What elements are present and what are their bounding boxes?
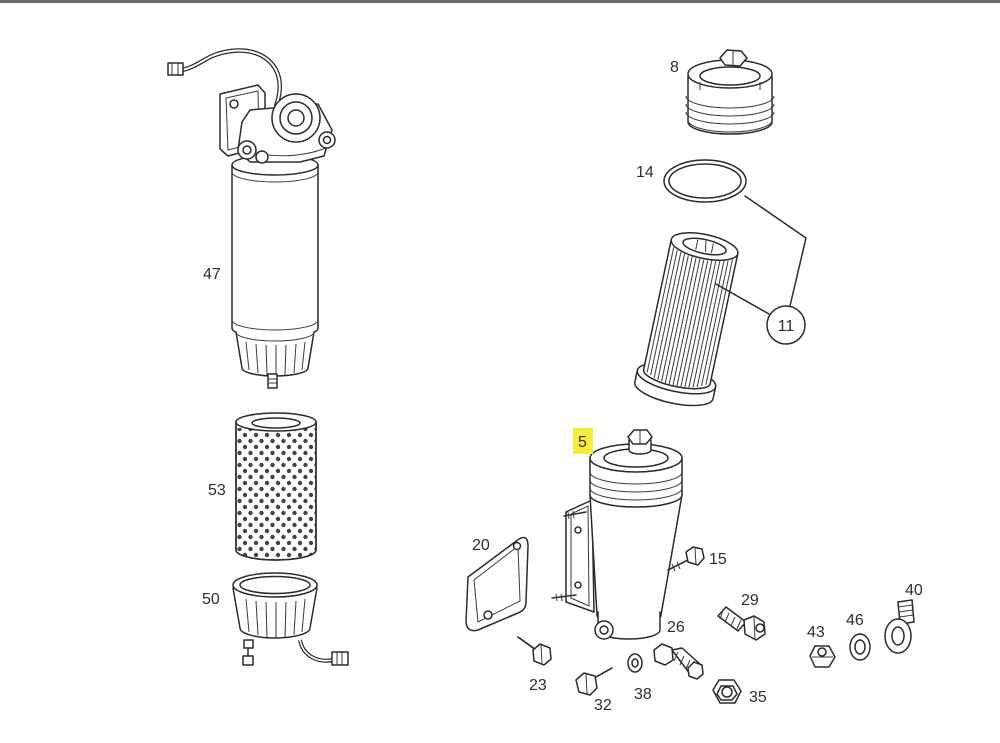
- part-5-filter-housing: [551, 429, 683, 640]
- callout-20: 20: [472, 537, 490, 554]
- callout-8: 8: [670, 59, 679, 76]
- top-border: [0, 0, 1000, 3]
- part-20-gasket: [465, 536, 529, 632]
- callout-35: 35: [749, 689, 767, 706]
- part-11-pleated-filter-element: [634, 232, 739, 407]
- part-38-washer: [627, 653, 643, 673]
- part-53-perforated-filter-element: [235, 412, 317, 561]
- part-35-nut: [712, 679, 742, 704]
- part-46-washer: [849, 633, 871, 661]
- callout-53: 53: [208, 482, 226, 499]
- callout-15: 15: [709, 551, 727, 568]
- callout-40: 40: [905, 582, 923, 599]
- callout-38: 38: [634, 686, 652, 703]
- callout-29: 29: [741, 592, 759, 609]
- callout-23: 23: [529, 677, 547, 694]
- callout-5-highlight: [573, 428, 593, 454]
- part-40-banjo-fitting: [884, 599, 915, 654]
- part-15-bolt: [667, 546, 705, 572]
- callout-50: 50: [202, 591, 220, 608]
- part-50-water-bowl: [232, 572, 349, 666]
- callout-32: 32: [594, 697, 612, 714]
- part-8-filter-cap: [685, 49, 775, 135]
- callout-11: 11: [778, 318, 795, 335]
- part-26-fitting: [653, 643, 704, 680]
- part-29-fitting: [717, 606, 766, 641]
- callout-5: 5: [578, 434, 587, 451]
- callout-43: 43: [807, 624, 825, 641]
- callout-46: 46: [846, 612, 864, 629]
- part-14-o-ring: [663, 159, 747, 203]
- callout-26: 26: [667, 619, 685, 636]
- part-43-nut: [809, 645, 836, 668]
- callout-11-circle: [766, 305, 806, 345]
- callout-47: 47: [203, 266, 221, 283]
- callout-14: 14: [636, 164, 654, 181]
- callout-11-leader-lines: [715, 195, 807, 345]
- part-23-bolt: [517, 636, 552, 666]
- part-47-filter-housing: [167, 48, 336, 389]
- part-32-bolt: [575, 667, 613, 696]
